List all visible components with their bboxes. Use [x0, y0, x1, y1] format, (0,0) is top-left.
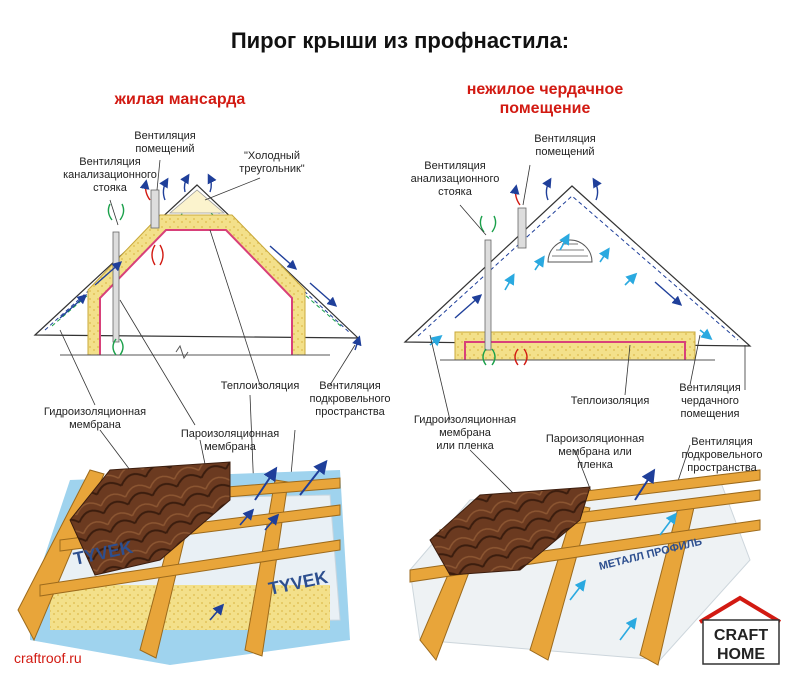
logo-line1: CRAFT: [714, 627, 768, 644]
right-label-vapor: Пароизоляционная мембрана или пленка: [545, 433, 645, 471]
left-heading: жилая мансарда: [114, 91, 246, 108]
left-label-vent-sewer: Вентиляция канализационного стояка: [63, 156, 157, 194]
left-cutaway: TYVEK TYVEK: [17, 459, 350, 665]
left-label-insulation: Теплоизоляция: [220, 380, 300, 392]
page-title: Пирог крыши из профнастила:: [230, 28, 570, 53]
site-url: craftroof.ru: [14, 650, 82, 666]
right-label-vent-rooms: Вентиляция помещений: [534, 133, 596, 158]
left-label-vent-under-roof: Вентиляция подкровельного пространства: [309, 380, 391, 418]
right-label-vent-attic: Вентиляция чердачного помещения: [679, 382, 741, 420]
right-heading: нежилое чердачное помещение: [466, 81, 624, 117]
left-roof-section: [33, 159, 362, 641]
right-roof-section: [403, 164, 752, 541]
craft-home-logo: CRAFT HOME: [698, 595, 782, 665]
logo-line2: HOME: [717, 646, 765, 663]
left-label-waterproof: Гидроизоляционная мембрана: [43, 406, 147, 431]
left-label-cold-triangle: "Холодный треугольник": [239, 150, 305, 175]
left-label-vent-rooms: Вентиляция помещений: [134, 130, 196, 155]
right-label-waterproof: Гидроизоляционная мембрана или пленка: [413, 414, 517, 452]
right-label-vent-sewer: Вентиляция анализационного стояка: [410, 160, 500, 198]
right-cutaway: МЕТАЛЛ ПРОФИЛЬ: [409, 468, 761, 666]
left-label-vapor: Пароизоляционная мембрана: [180, 428, 280, 453]
right-label-vent-under-roof: Вентиляция подкровельного пространства: [681, 436, 763, 474]
right-label-insulation: Теплоизоляция: [570, 395, 650, 407]
